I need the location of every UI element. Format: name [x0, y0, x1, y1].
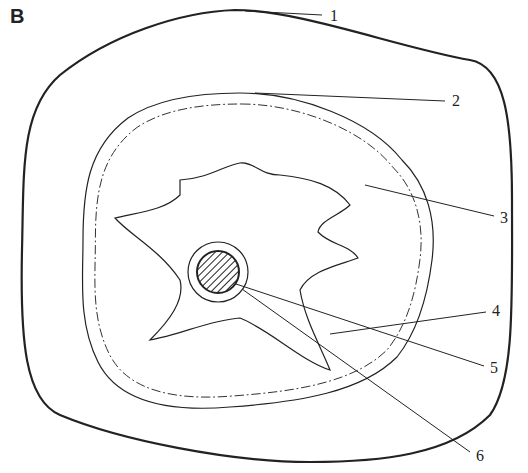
leader-lines	[236, 11, 494, 452]
outer-outline	[22, 10, 512, 462]
leader-line	[365, 185, 494, 216]
callout-number: 1	[330, 8, 338, 24]
canal-outline	[188, 242, 248, 302]
junction-line	[82, 93, 433, 408]
leader-line	[242, 289, 470, 452]
figure-letter: B	[10, 6, 24, 26]
callout-number: 2	[452, 93, 460, 109]
leader-line	[236, 284, 484, 366]
pulp-outline	[115, 163, 358, 370]
callout-number: 3	[500, 210, 508, 226]
callout-number: 6	[476, 448, 484, 464]
dash-dot-line	[95, 104, 421, 397]
leader-line	[255, 93, 445, 101]
leader-line	[245, 11, 322, 15]
canal-hatched	[197, 251, 239, 293]
callout-number: 4	[492, 303, 500, 319]
callout-number: 5	[490, 360, 498, 376]
